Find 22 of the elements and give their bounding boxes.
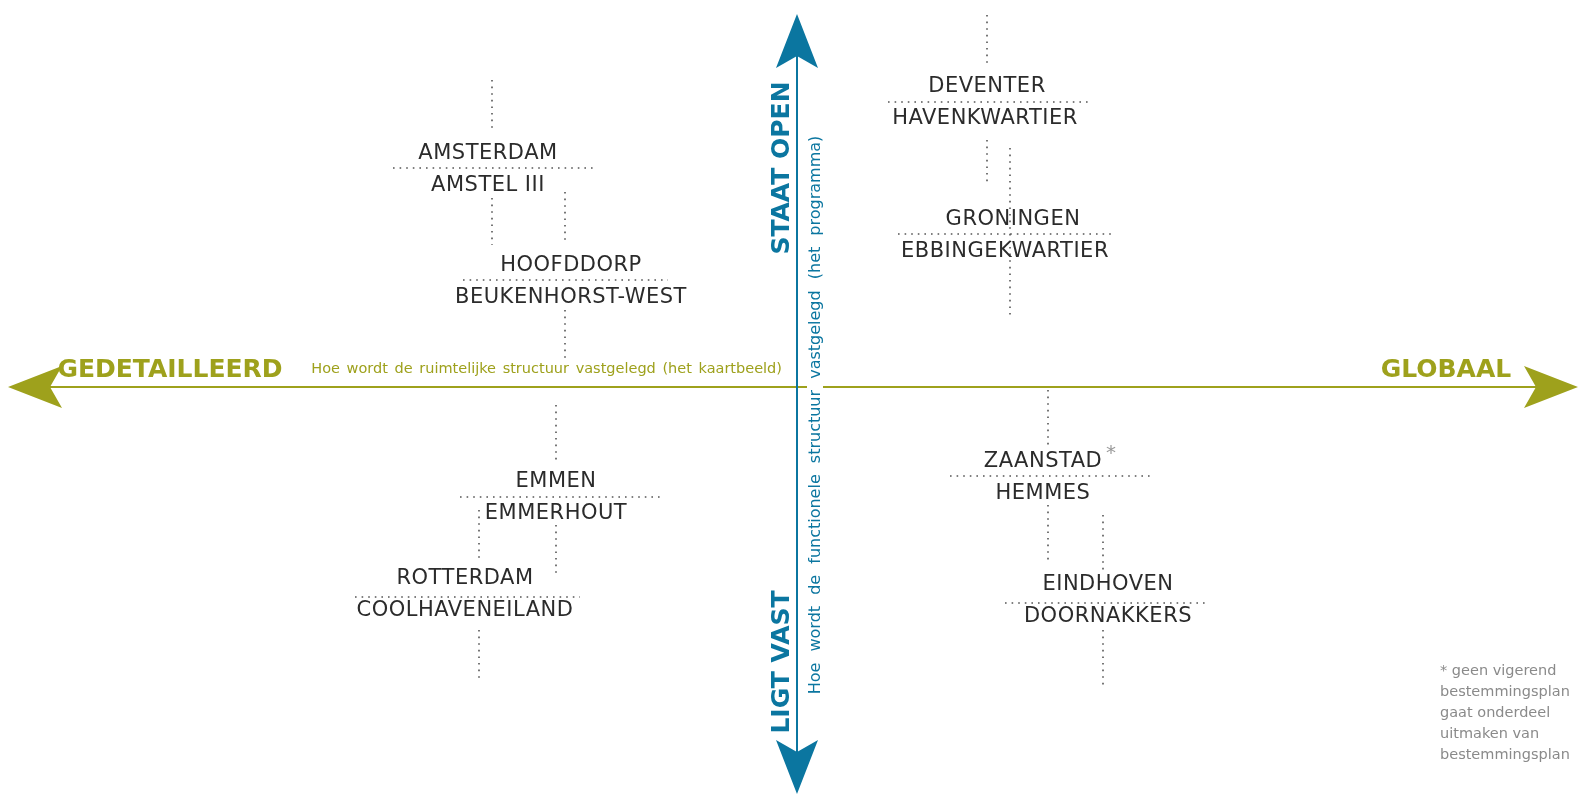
place-name: ZAANSTAD [983, 449, 1103, 471]
district-name: BEUKENHORST-WEST [455, 285, 687, 307]
footnote-mark: * [1106, 442, 1116, 462]
district-name: EBBINGEKWARTIER [901, 239, 1109, 261]
footnote-text: * geen vigerend bestemmingsplan gaat onderdeel uitmaken van bestemmingsplan [1440, 661, 1570, 764]
place-name: AMSTERDAM [418, 141, 558, 163]
district-name: HAVENKWARTIER [892, 106, 1078, 128]
place-name: GRONINGEN [945, 207, 1081, 229]
district-name: COOLHAVENEILAND [356, 598, 574, 620]
axis-label: STAAT OPEN [767, 81, 793, 255]
axis-label: GLOBAAL [1380, 355, 1512, 381]
place-name: EINDHOVEN [1042, 572, 1174, 594]
place-name: ROTTERDAM [396, 566, 534, 588]
place-name: DEVENTER [928, 74, 1046, 96]
district-name: DOORNAKKERS [1023, 604, 1193, 626]
district-name: EMMERHOUT [484, 501, 628, 523]
axis-label: LIGT VAST [767, 590, 793, 734]
axis-label: GEDETAILLEERD [57, 355, 283, 381]
district-name: AMSTEL III [431, 173, 545, 195]
place-name: HOOFDDORP [500, 253, 642, 275]
place-name: EMMEN [515, 469, 597, 491]
district-name: HEMMES [995, 481, 1091, 503]
